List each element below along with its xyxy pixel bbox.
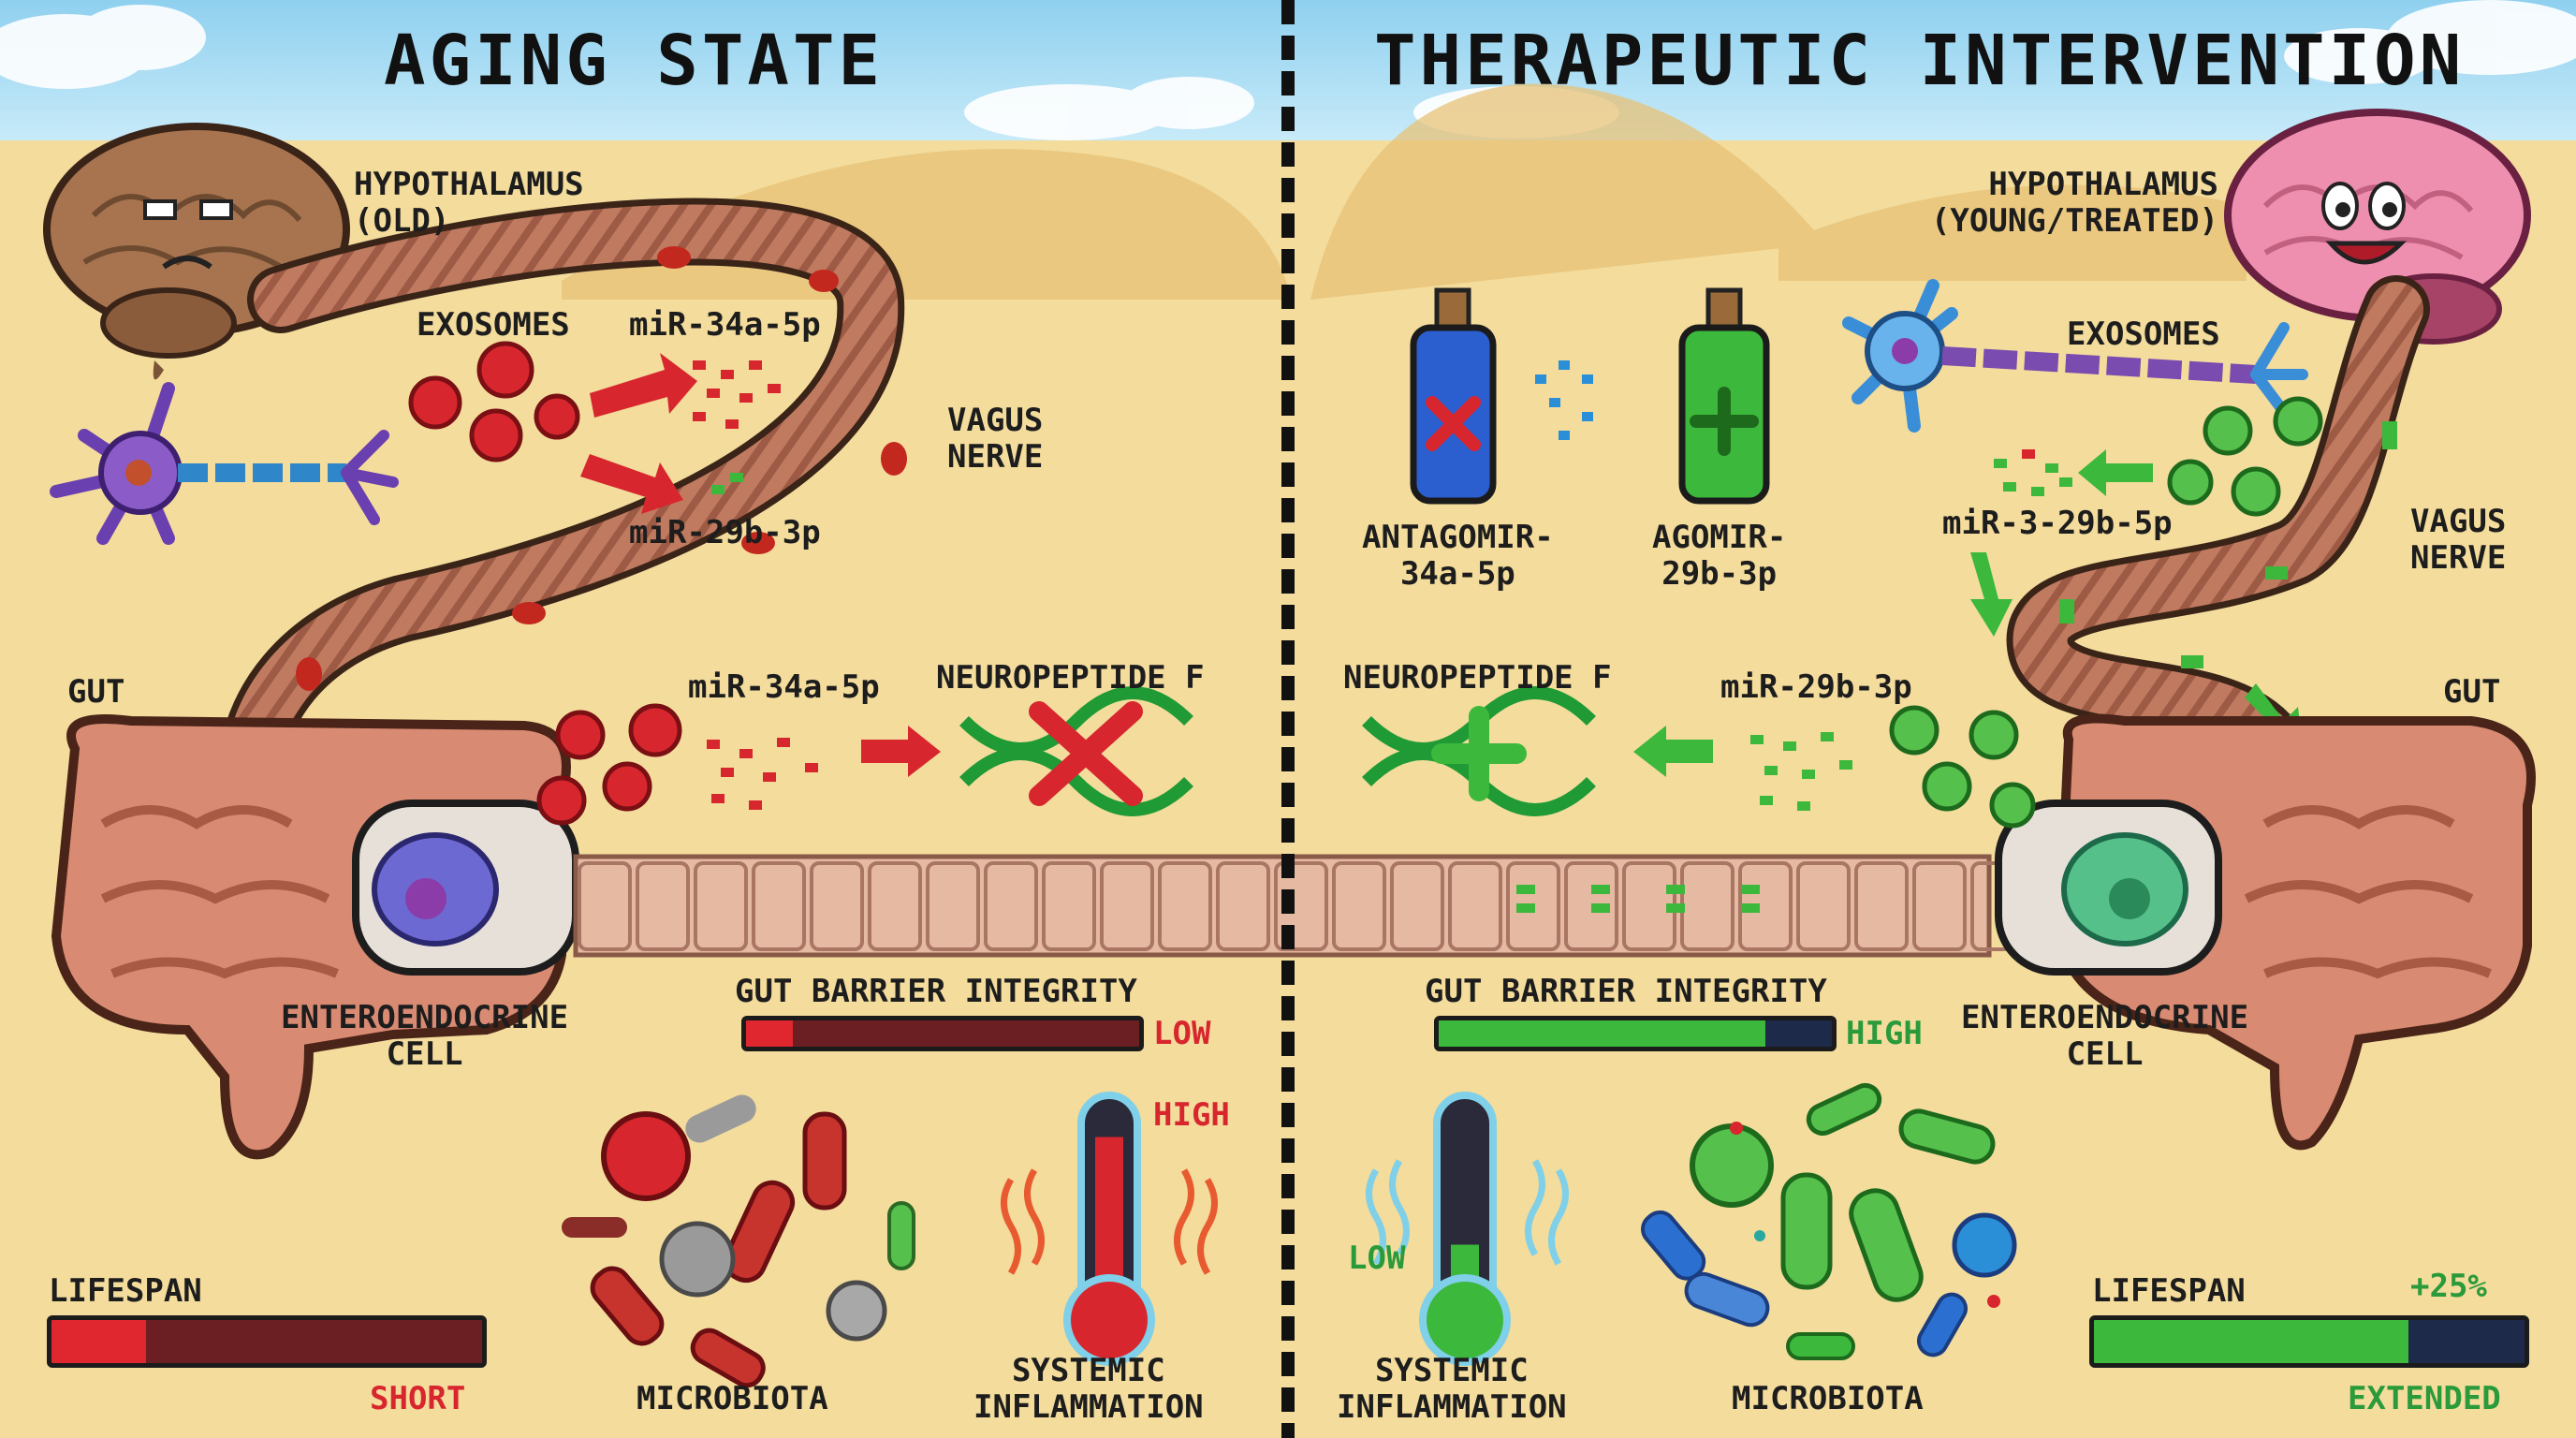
vagus-nerve-right-label: VAGUS NERVE	[2410, 503, 2507, 578]
gut-right-label: GUT	[2443, 673, 2501, 711]
mir34-particles-top	[693, 360, 781, 429]
thermometer-left-icon	[1001, 1092, 1218, 1366]
epithelial-cell	[1506, 861, 1560, 951]
epithelial-cell	[1448, 861, 1502, 951]
nerve-vesicles-left	[296, 246, 907, 691]
green-arrow-down-right	[1970, 552, 2012, 637]
agomir-label: AGOMIR- 29b-3p	[1652, 519, 1787, 594]
aging-state-title: AGING STATE	[384, 21, 885, 101]
green-arrow-top-right	[2078, 449, 2153, 496]
inflammation-left-label: SYSTEMIC INFLAMMATION	[973, 1352, 1204, 1427]
antagomir-label: ANTAGOMIR- 34a-5p	[1362, 519, 1554, 594]
epithelial-cell	[984, 861, 1038, 951]
lifespan-right-label: LIFESPAN	[2092, 1272, 2246, 1310]
young-brain-icon	[2224, 109, 2531, 345]
lifespan-right-bar	[2089, 1315, 2529, 1368]
barrier-right-fill	[1439, 1020, 1765, 1047]
red-arrows-left	[580, 353, 697, 514]
enteroendocrine-cell-left-icon	[352, 800, 579, 976]
microbiota-right-icon	[1641, 1082, 2017, 1360]
exosomes-right-label: EXOSOMES	[2067, 315, 2220, 353]
arrow-to-npf-left	[861, 726, 941, 777]
lifespan-left-label: LIFESPAN	[49, 1272, 202, 1310]
lifespan-right-fill	[2094, 1320, 2408, 1363]
exosomes-left	[408, 341, 580, 462]
epithelial-cell	[1738, 861, 1793, 951]
epithelial-cell	[1100, 861, 1154, 951]
epithelial-cell	[636, 861, 690, 951]
panel-divider	[1281, 0, 1295, 1438]
neuron-right-icon	[1842, 279, 2308, 433]
hypothalamus-old-label: HYPOTHALAMUS (OLD)	[354, 166, 584, 241]
microbiota-left-label: MICROBIOTA	[637, 1380, 828, 1417]
barrier-left-status: LOW	[1153, 1015, 1211, 1052]
mir29-particles-gut-right	[1750, 732, 1852, 811]
enteroendocrine-left-label: ENTEROENDOCRINE CELL	[281, 999, 569, 1074]
npf-dna-blocked-icon	[959, 686, 1193, 816]
mir-particles-top-right	[1994, 449, 2072, 496]
antagomir-bottle-icon	[1410, 287, 1593, 505]
epithelial-cell	[1274, 861, 1328, 951]
epithelial-cell	[1216, 861, 1270, 951]
lifespan-left-fill	[51, 1320, 147, 1363]
hypothalamus-young-label: HYPOTHALAMUS (YOUNG/TREATED)	[1930, 166, 2218, 241]
epithelial-cell	[810, 861, 864, 951]
inflammation-right-status: LOW	[1348, 1240, 1406, 1277]
enteroendocrine-right-label: ENTEROENDOCRINE CELL	[1961, 999, 2249, 1074]
mir29-particles-top	[711, 473, 743, 494]
epithelial-cell	[694, 861, 748, 951]
gut-epithelium	[573, 854, 2025, 958]
neuron-left-icon	[50, 382, 399, 545]
agomir-bottle-icon	[1678, 287, 1770, 505]
nerve-vesicles-right	[2059, 421, 2397, 668]
inflammation-left-status: HIGH	[1153, 1096, 1230, 1134]
npf-dna-active-icon	[1362, 686, 1596, 816]
mir-top-right-label: miR-3-29b-5p	[1942, 505, 2173, 542]
epithelial-cell	[1912, 861, 1967, 951]
microbiota-right-label: MICROBIOTA	[1732, 1380, 1924, 1417]
exosomes-right	[2167, 396, 2323, 517]
epithelial-cell	[1332, 861, 1386, 951]
inflammation-right-label: SYSTEMIC INFLAMMATION	[1337, 1352, 1567, 1427]
mir34-gut-label: miR-34a-5p	[688, 668, 880, 706]
barrier-right-bar	[1434, 1016, 1837, 1051]
enteroendocrine-cell-right-icon	[1995, 800, 2222, 976]
epithelial-cell	[1854, 861, 1909, 951]
epithelial-cell	[578, 861, 632, 951]
lifespan-left-status: SHORT	[370, 1380, 466, 1417]
barrier-left-label: GUT BARRIER INTEGRITY	[735, 973, 1137, 1010]
exosomes-gut-right	[1889, 705, 2036, 829]
therapeutic-intervention-title: THERAPEUTIC INTERVENTION	[1374, 21, 2466, 101]
lifespan-left-bar	[47, 1315, 487, 1368]
gut-left-label: GUT	[67, 673, 125, 711]
vagus-nerve-left-label: VAGUS NERVE	[947, 402, 1044, 477]
npf-right-label: NEUROPEPTIDE F	[1343, 659, 1612, 697]
epithelial-cell	[752, 861, 806, 951]
barrier-right-status: HIGH	[1846, 1015, 1923, 1052]
exosomes-gut-left	[536, 703, 682, 826]
mir29-gut-right-label: miR-29b-3p	[1720, 668, 1912, 706]
arrow-to-npf-right	[1633, 726, 1713, 777]
epithelial-cell	[1158, 861, 1212, 951]
barrier-left-bar	[741, 1016, 1144, 1051]
thermometer-right-icon	[1366, 1092, 1569, 1366]
epithelial-cell	[1042, 861, 1096, 951]
epithelial-cell	[1796, 861, 1851, 951]
barrier-right-label: GUT BARRIER INTEGRITY	[1425, 973, 1827, 1010]
epithelial-cell	[868, 861, 922, 951]
epithelial-cell	[1564, 861, 1618, 951]
mir34-top-label: miR-34a-5p	[629, 306, 821, 344]
lifespan-right-status: EXTENDED	[2348, 1380, 2501, 1417]
exosomes-left-label: EXOSOMES	[417, 306, 570, 344]
epithelial-cell	[1390, 861, 1444, 951]
barrier-left-fill	[746, 1020, 794, 1047]
dunes	[562, 83, 2247, 300]
microbiota-left-icon	[562, 1094, 915, 1388]
epithelial-cell	[926, 861, 980, 951]
lifespan-right-change: +25%	[2410, 1268, 2487, 1305]
tight-junctions-right	[1516, 885, 1760, 913]
mir34-particles-gut	[707, 738, 818, 810]
mir29-left-label: miR-29b-3p	[629, 514, 821, 551]
npf-left-label: NEUROPEPTIDE F	[936, 659, 1205, 697]
